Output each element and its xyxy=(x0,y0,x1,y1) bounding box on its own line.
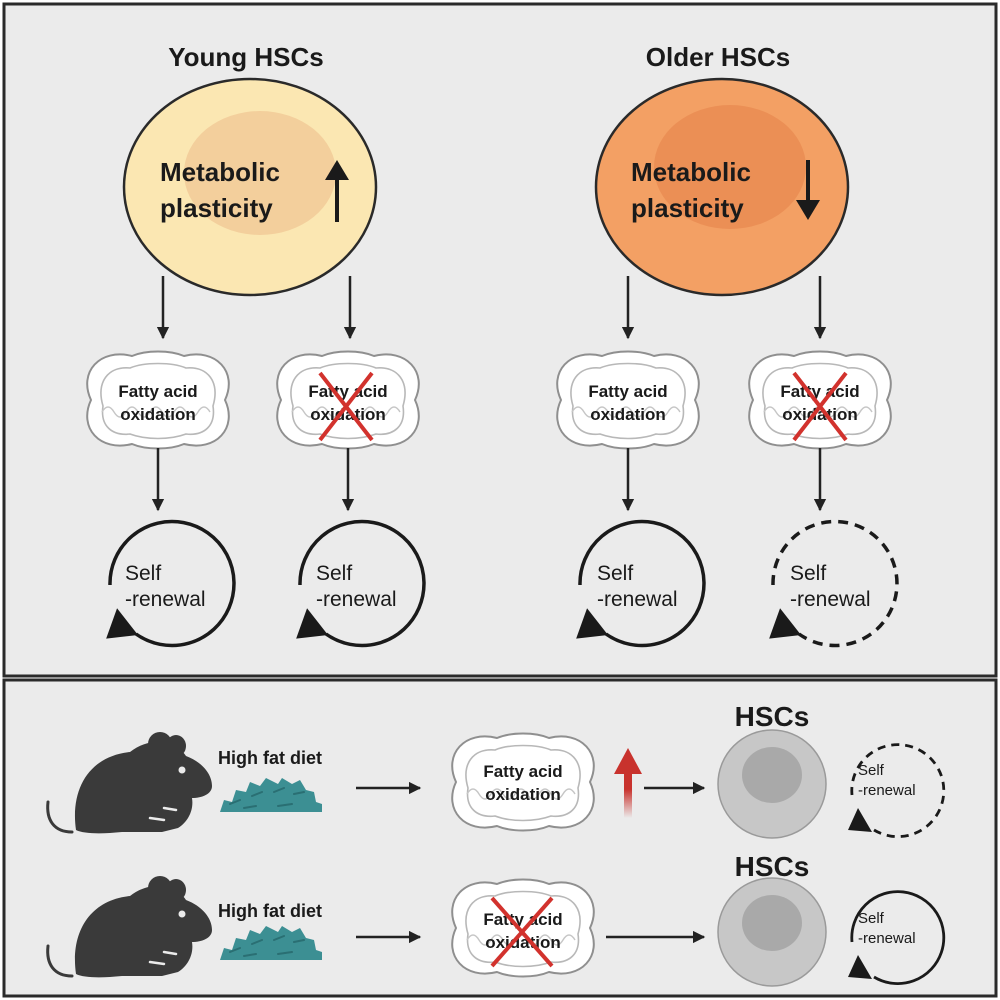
young-cell-label-line1: Metabolic xyxy=(160,157,280,187)
older-hsc-cell: Metabolic plasticity xyxy=(594,77,850,297)
row2-self-renewal-cycle xyxy=(848,890,946,985)
young-blocked-self-renewal-cycle xyxy=(296,519,426,648)
older-cell-label-line2: plasticity xyxy=(631,193,744,223)
row1-renewal-line2: -renewal xyxy=(858,782,916,799)
row1-fao-label-line1: Fatty acid xyxy=(483,762,562,781)
row1-fao-mitochondrion xyxy=(451,732,595,832)
cycle-arrow-icon xyxy=(769,608,802,639)
older-fao-blocked-label-line2: oxidation xyxy=(782,405,858,424)
cross-icon xyxy=(792,371,848,442)
older-fao-label-line2: oxidation xyxy=(590,405,666,424)
up-arrow-icon xyxy=(614,748,642,818)
cross-icon xyxy=(318,371,374,442)
cycle-arrow-icon xyxy=(106,608,139,639)
older-self-renewal-cycle xyxy=(576,519,706,648)
older-hscs-title: Older HSCs xyxy=(646,42,791,72)
row1-fao-label-line2: oxidation xyxy=(485,785,561,804)
row2-renewal-line1: Self xyxy=(858,910,885,927)
young-fao-label-line1: Fatty acid xyxy=(118,382,197,401)
row2-renewal-line2: -renewal xyxy=(858,930,916,947)
young-fao-blocked-label-line1: Fatty acid xyxy=(308,382,387,401)
older-impaired-self-renewal-cycle xyxy=(769,519,899,648)
young-self-renewal-cycle xyxy=(106,519,236,648)
row2-hscs-label: HSCs xyxy=(735,851,810,882)
young-fao-label-line2: oxidation xyxy=(120,405,196,424)
up-arrow-icon xyxy=(325,160,349,222)
row1-diet-label: High fat diet xyxy=(218,748,322,768)
young-cell-label-line2: plasticity xyxy=(160,193,273,223)
young-fao-blocked-label-line2: oxidation xyxy=(310,405,386,424)
older-renewal-line1: Self xyxy=(597,562,633,585)
young-renewal-line2: -renewal xyxy=(125,588,206,611)
older-fao-blocked-label-line1: Fatty acid xyxy=(780,382,859,401)
cycle-arrow-icon xyxy=(848,808,872,832)
row1-impaired-self-renewal-cycle xyxy=(848,743,946,838)
young-hscs-title: Young HSCs xyxy=(168,42,324,72)
young-hsc-cell: Metabolic plasticity xyxy=(122,77,378,297)
row1-hscs-label: HSCs xyxy=(735,701,810,732)
young-renewal-line1: Self xyxy=(125,562,161,585)
older-cell-label-line1: Metabolic xyxy=(631,157,751,187)
row1-renewal-line1: Self xyxy=(858,762,885,779)
down-arrow-icon xyxy=(796,160,820,220)
row1-hsc-cell xyxy=(717,729,827,839)
older-impaired-renewal-line2: -renewal xyxy=(790,588,871,611)
young-blocked-renewal-line1: Self xyxy=(316,562,352,585)
row2-fao-label-line1: Fatty acid xyxy=(483,910,562,929)
row2-hsc-cell xyxy=(717,877,827,987)
older-fao-label-line1: Fatty acid xyxy=(588,382,667,401)
cross-icon xyxy=(490,896,554,968)
cycle-arrow-icon xyxy=(576,608,609,639)
cycle-arrow-icon xyxy=(296,608,329,639)
row2-fao-label-line2: oxidation xyxy=(485,933,561,952)
cycle-arrow-icon xyxy=(848,955,872,979)
row2-diet-label: High fat diet xyxy=(218,901,322,921)
older-renewal-line2: -renewal xyxy=(597,588,678,611)
young-blocked-renewal-line2: -renewal xyxy=(316,588,397,611)
older-impaired-renewal-line1: Self xyxy=(790,562,826,585)
